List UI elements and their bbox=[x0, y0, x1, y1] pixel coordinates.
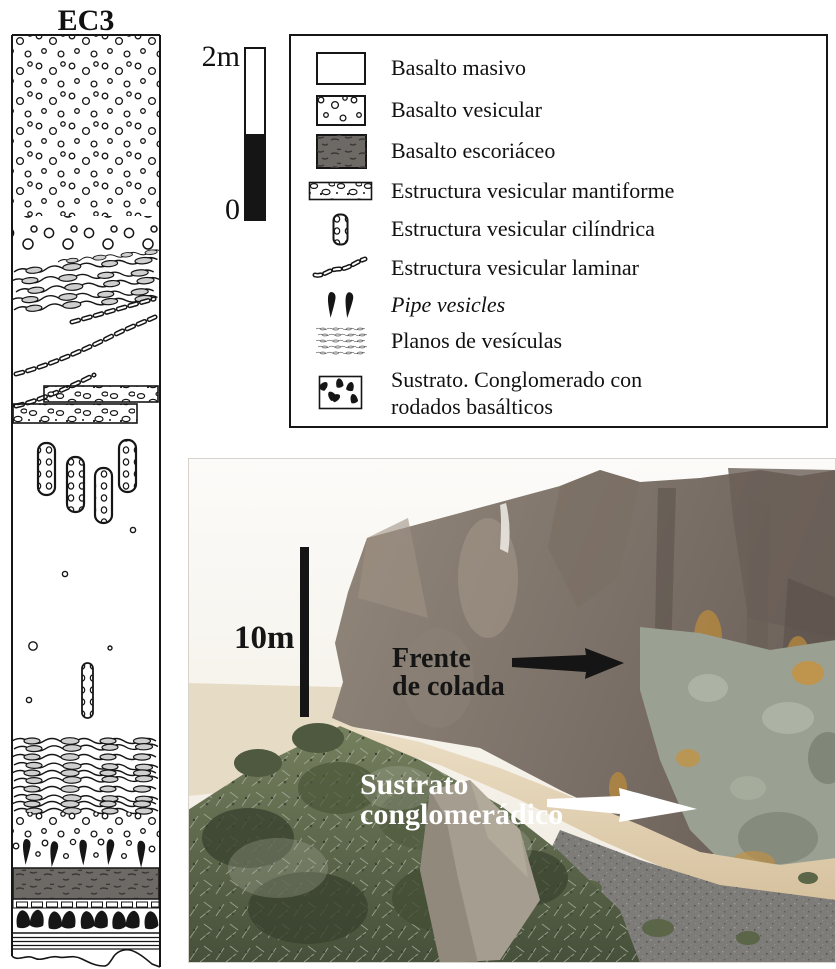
basalto-escoriaceo-swatch-icon bbox=[315, 133, 367, 169]
unit-basalto-vesicular-lower bbox=[13, 812, 159, 838]
frente-label-line2: de colada bbox=[392, 671, 505, 702]
basalto-masivo-swatch-icon bbox=[316, 51, 366, 85]
legend-row-mantiforme: Estructura vesicular mantiforme bbox=[291, 172, 826, 210]
legend-label: Sustrato. Conglomerado con rodados basál… bbox=[391, 366, 642, 421]
sustrato-arrow-icon bbox=[547, 788, 697, 822]
legend-label: Estructura vesicular cilíndrica bbox=[391, 216, 655, 242]
frente-arrow-icon bbox=[512, 648, 624, 679]
unit-base-lines bbox=[13, 936, 159, 950]
column-scale-bar: 2m 0 bbox=[202, 40, 266, 226]
unit-basalto-masivo-vesiculas bbox=[25, 526, 137, 704]
scale-top-label: 2m bbox=[202, 40, 240, 73]
legend-row-basalto-escoriaceo: Basalto escoriáceo bbox=[291, 130, 826, 172]
column-border bbox=[11, 34, 161, 967]
sustrato-label-line2: conglomerádico bbox=[360, 798, 563, 831]
legend-label: Estructura vesicular mantiforme bbox=[391, 178, 675, 204]
unit-basalto-vesicular-top bbox=[13, 36, 159, 216]
sustrato-swatch-icon bbox=[318, 375, 363, 410]
column-torn-edge bbox=[11, 948, 161, 968]
unit-vesicular-cilindrica bbox=[36, 438, 138, 525]
legend-row-basalto-vesicular: Basalto vesicular bbox=[291, 90, 826, 130]
legend-row-planos: Planos de vesículas bbox=[291, 322, 826, 360]
pipe-vesicles-swatch-icon bbox=[327, 291, 354, 319]
photo-foreground-outcrop bbox=[420, 780, 540, 963]
legend-label: Basalto escoriáceo bbox=[391, 138, 556, 164]
legend-row-laminar: Estructura vesicular laminar bbox=[291, 248, 826, 288]
legend-row-pipe-vesicles: Pipe vesicles bbox=[291, 288, 826, 322]
outcrop-photo: 10m Frente de colada Sustrato conglomerá… bbox=[188, 458, 836, 963]
laminar-swatch-icon bbox=[312, 256, 368, 278]
mantiforme-swatch-icon bbox=[308, 181, 373, 200]
unit-planos-vesiculas-lower bbox=[13, 737, 159, 815]
legend-label: Planos de vesículas bbox=[391, 328, 563, 354]
scale-bottom-label: 0 bbox=[225, 193, 240, 226]
legend-label: Estructura vesicular laminar bbox=[391, 255, 640, 281]
legend-label-line2: rodados basálticos bbox=[391, 394, 553, 419]
cilindrica-swatch-icon bbox=[332, 213, 349, 245]
unit-pipe-vesicles bbox=[13, 838, 156, 868]
unit-basalto-vesicular-top-coarse bbox=[13, 216, 159, 254]
unit-sustrato-conglomerado bbox=[13, 909, 159, 934]
photo-scale-label: 10m bbox=[234, 620, 295, 656]
legend-label: Basalto vesicular bbox=[391, 97, 542, 123]
legend-row-sustrato: Sustrato. Conglomerado con rodados basál… bbox=[291, 360, 826, 426]
unit-vesicular-mantiforme bbox=[13, 385, 159, 424]
frente-label-line1: Frente bbox=[392, 643, 471, 674]
legend-row-cilindrica: Estructura vesicular cilíndrica bbox=[291, 210, 826, 248]
planos-swatch-icon bbox=[315, 327, 368, 355]
basalto-vesicular-swatch-icon bbox=[316, 94, 366, 126]
legend-label-line1: Sustrato. Conglomerado con bbox=[391, 366, 643, 392]
unit-cilindro-aislado bbox=[81, 662, 94, 719]
legend-box: Basalto masivo Basalto vesicular Basalto… bbox=[289, 34, 828, 428]
legend-label: Basalto masivo bbox=[391, 55, 527, 81]
photo-scale-bar bbox=[300, 547, 309, 717]
stratigraphic-column: EC3 bbox=[11, 4, 266, 968]
photo-lichen-rock bbox=[640, 627, 836, 880]
column-title: EC3 bbox=[58, 4, 115, 37]
unit-basalto-escoriaceo bbox=[13, 867, 159, 900]
photo-conglomerate-band bbox=[330, 722, 836, 905]
legend-row-basalto-masivo: Basalto masivo bbox=[291, 46, 826, 90]
unit-contacto-bricks bbox=[13, 898, 159, 909]
legend-label: Pipe vesicles bbox=[391, 292, 506, 318]
sustrato-label-line1: Sustrato bbox=[360, 768, 468, 801]
